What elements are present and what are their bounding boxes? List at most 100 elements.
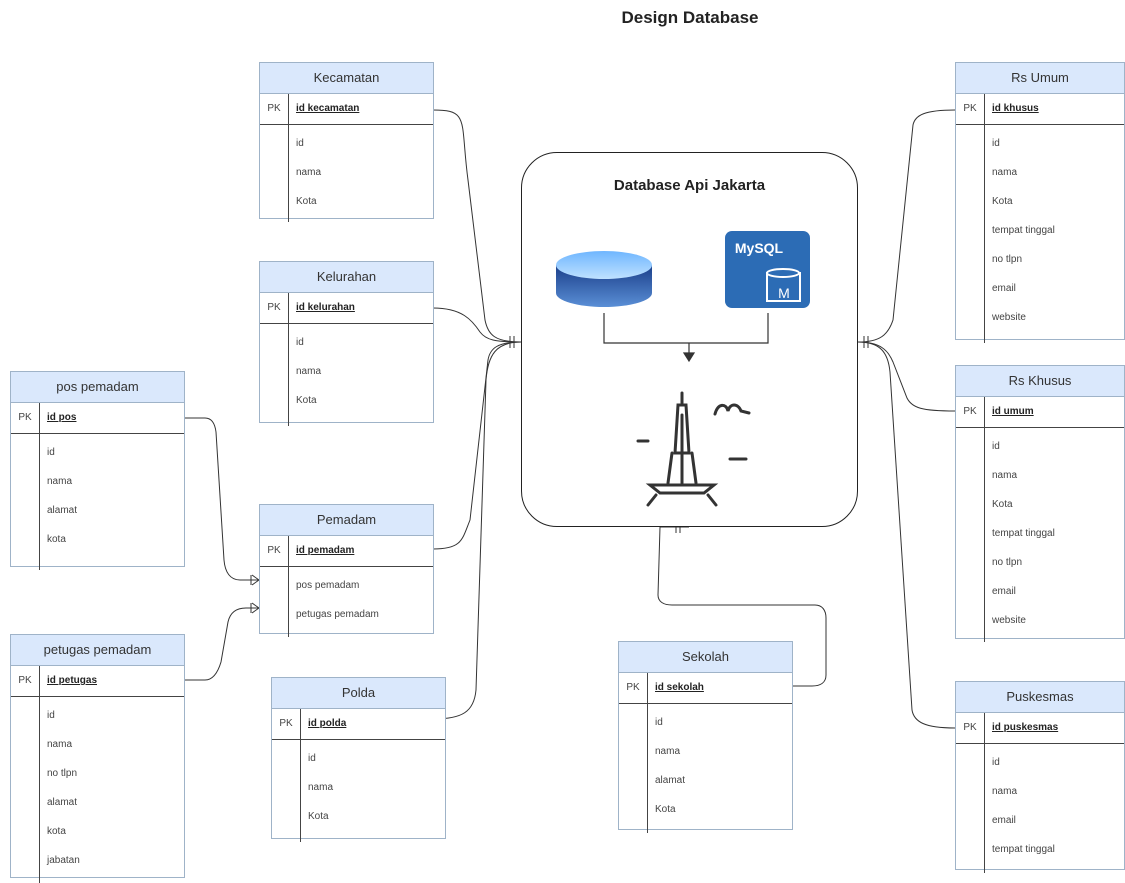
field: nama — [47, 476, 73, 487]
table-pos-pemadam: pos pemadam PK id pos id nama alamat kota — [10, 371, 185, 570]
field: id — [296, 337, 304, 348]
field: nama — [296, 366, 322, 377]
field: alamat — [655, 775, 686, 786]
connector-sekolah — [657, 526, 827, 687]
connector-rs-umum — [857, 109, 956, 343]
field: nama — [992, 786, 1018, 797]
field: id — [308, 753, 316, 764]
pk-label: PK — [963, 103, 977, 114]
field: Kota — [296, 395, 317, 406]
field: id — [47, 447, 55, 458]
pk-label: PK — [267, 545, 281, 556]
field: Kota — [992, 499, 1013, 510]
table-rs-khusus-title: Rs Khusus — [956, 366, 1124, 397]
primary-key: id puskesmas — [984, 713, 1124, 743]
field: id — [992, 757, 1000, 768]
field: tempat tinggal — [992, 528, 1055, 539]
primary-key: id polda — [300, 709, 445, 739]
field: no tlpn — [47, 768, 78, 779]
pk-label: PK — [963, 722, 977, 733]
field: nama — [992, 470, 1018, 481]
field: Kota — [655, 804, 676, 815]
field: kota — [47, 534, 66, 545]
field: no tlpn — [992, 254, 1023, 265]
field: Kota — [296, 196, 317, 207]
table-pos-pemadam-title: pos pemadam — [11, 372, 184, 403]
database-api-jakarta-box: Database Api Jakarta MySQL M — [521, 152, 858, 527]
monas-monument-icon — [636, 391, 751, 507]
data-flow-arrows — [603, 313, 769, 363]
field: id — [992, 138, 1000, 149]
table-rs-umum: Rs Umum PK id khusus id nama Kota tempat … — [955, 62, 1125, 343]
field: email — [992, 815, 1016, 826]
field: website — [992, 615, 1026, 626]
connector-polda — [432, 341, 522, 720]
table-polda: Polda PK id polda id nama Kota — [271, 677, 446, 842]
pk-label: PK — [267, 302, 281, 313]
table-rs-umum-title: Rs Umum — [956, 63, 1124, 94]
table-kecamatan-title: Kecamatan — [260, 63, 433, 94]
primary-key: id petugas — [39, 666, 184, 696]
field: no tlpn — [992, 557, 1023, 568]
connector-petugas-pemadam — [185, 607, 259, 681]
pk-label: PK — [279, 718, 293, 729]
field: kota — [47, 826, 66, 837]
field: alamat — [47, 505, 78, 516]
db-box-title: Database Api Jakarta — [613, 177, 766, 194]
mysql-label: MySQL — [735, 240, 784, 256]
field: id — [296, 138, 304, 149]
connector-kecamatan — [432, 109, 522, 343]
connector-rs-khusus — [857, 341, 956, 412]
field: nama — [296, 167, 322, 178]
field: nama — [308, 782, 334, 793]
field: website — [992, 312, 1026, 323]
table-pemadam-title: Pemadam — [260, 505, 433, 536]
primary-key: id sekolah — [647, 673, 792, 703]
primary-key: id umum — [984, 397, 1124, 427]
mysql-icon: MySQL M — [725, 231, 810, 308]
field: petugas pemadam — [296, 609, 379, 620]
mysql-badge: M — [778, 285, 790, 301]
pk-label: PK — [267, 103, 281, 114]
field: Kota — [308, 811, 329, 822]
table-kecamatan: Kecamatan PK id kecamatan id nama Kota — [259, 62, 434, 222]
table-puskesmas-title: Puskesmas — [956, 682, 1124, 713]
primary-key: id kelurahan — [288, 293, 433, 323]
table-kelurahan-title: Kelurahan — [260, 262, 433, 293]
pk-label: PK — [626, 682, 640, 693]
table-petugas-pemadam-title: petugas pemadam — [11, 635, 184, 666]
page-title: Design Database — [621, 8, 759, 27]
table-pemadam: Pemadam PK id pemadam pos pemadam petugas… — [259, 504, 434, 637]
field: pos pemadam — [296, 580, 360, 591]
table-petugas-pemadam: petugas pemadam PK id petugas id nama no … — [10, 634, 185, 883]
connector-pos-pemadam — [185, 417, 259, 581]
primary-key: id pemadam — [288, 536, 433, 566]
field: nama — [992, 167, 1018, 178]
table-puskesmas: Puskesmas PK id puskesmas id nama email t… — [955, 681, 1125, 873]
database-cylinder-icon — [556, 251, 652, 307]
pk-label: PK — [963, 406, 977, 417]
pk-label: PK — [18, 412, 32, 423]
field: email — [992, 586, 1016, 597]
table-kelurahan: Kelurahan PK id kelurahan id nama Kota — [259, 261, 434, 426]
primary-key: id khusus — [984, 94, 1124, 124]
connector-puskesmas — [857, 341, 956, 729]
field: id — [992, 441, 1000, 452]
field: tempat tinggal — [992, 225, 1055, 236]
primary-key: id kecamatan — [288, 94, 433, 124]
connector-kelurahan — [432, 307, 522, 343]
primary-key: id pos — [39, 403, 184, 433]
field: alamat — [47, 797, 78, 808]
table-polda-title: Polda — [272, 678, 445, 709]
field: jabatan — [47, 855, 80, 866]
field: id — [655, 717, 663, 728]
connector-pemadam — [432, 341, 522, 550]
table-sekolah-title: Sekolah — [619, 642, 792, 673]
field: nama — [47, 739, 73, 750]
pk-label: PK — [18, 675, 32, 686]
field: tempat tinggal — [992, 844, 1055, 855]
field: id — [47, 710, 55, 721]
field: Kota — [992, 196, 1013, 207]
table-rs-khusus: Rs Khusus PK id umum id nama Kota tempat … — [955, 365, 1125, 642]
